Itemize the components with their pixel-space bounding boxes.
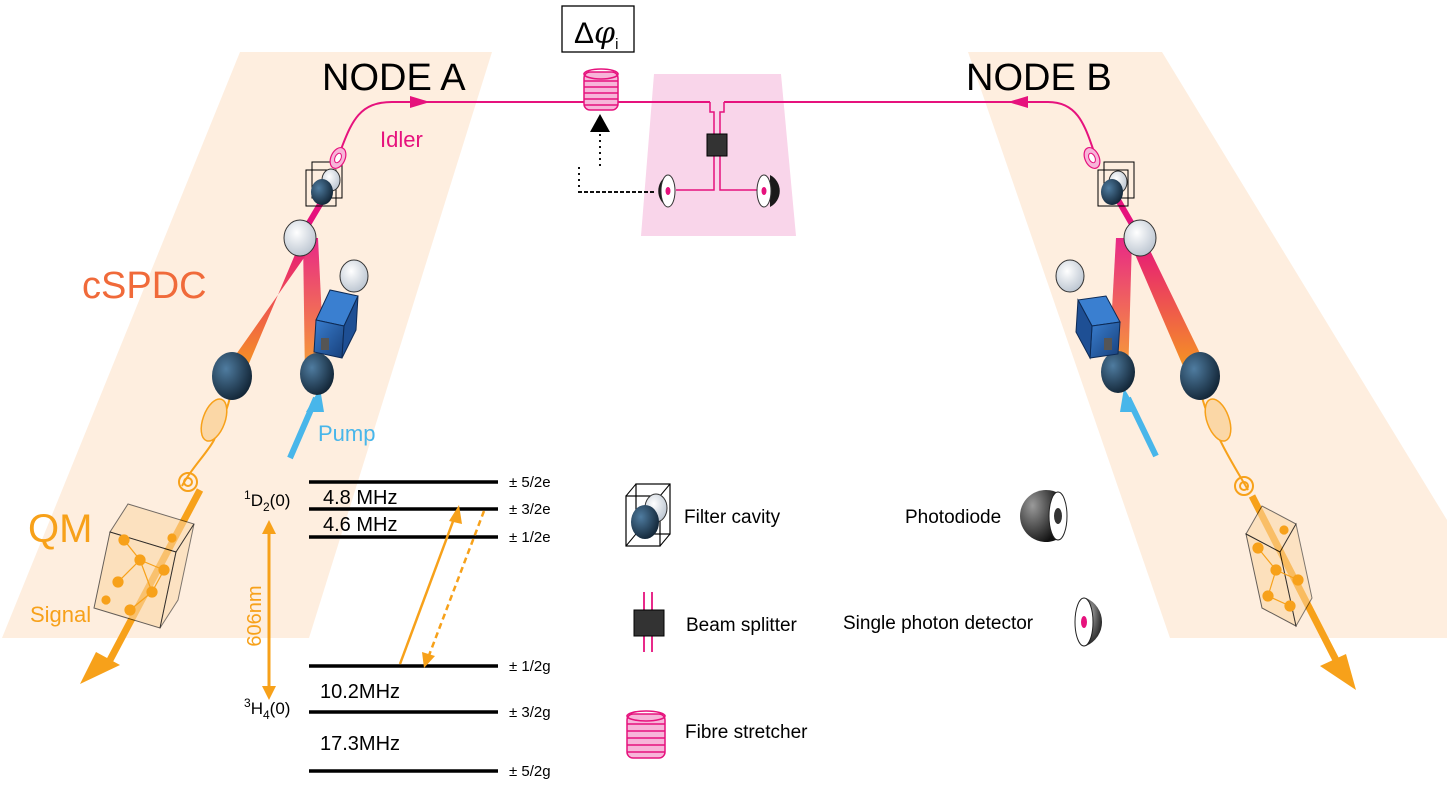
legend-beam-splitter-label: Beam splitter <box>686 615 798 636</box>
idler-label: Idler <box>380 127 423 152</box>
state-label-3: ± 1/2e <box>509 529 551 546</box>
state-label-2: ± 3/2e <box>509 501 551 518</box>
state-label-6: ± 5/2g <box>509 763 551 780</box>
state-label-1: ± 5/2e <box>509 474 551 491</box>
idler-arrow-b <box>1008 96 1028 108</box>
node-b-band <box>968 52 1447 638</box>
feedback-line <box>578 132 652 193</box>
node-a-optics <box>80 147 369 684</box>
cspdc-label: cSPDC <box>82 265 207 307</box>
legend-filter-cavity-icon <box>625 483 671 547</box>
legend-fibre-stretcher-icon <box>626 710 666 759</box>
phase-box <box>561 5 635 53</box>
splitting-label-1: 4.8 MHz <box>323 487 397 509</box>
legend-spd-icon <box>1074 597 1103 647</box>
legend-spd-label: Single photon detector <box>843 613 1034 634</box>
interferometer <box>676 102 758 191</box>
idler-fibre-a <box>339 101 710 153</box>
energy-level-diagram <box>262 480 498 773</box>
beam-splitter-icon <box>706 133 728 157</box>
legend-photodiode-label: Photodiode <box>905 507 1001 528</box>
idler-fibre-b <box>724 101 1095 153</box>
feedback-arrow <box>590 114 610 132</box>
signal-label: Signal <box>30 602 91 627</box>
legend-photodiode-icon <box>1020 490 1068 543</box>
excited-term-label: 1D2(0) <box>244 488 290 514</box>
fibre-stretcher-icon <box>583 68 619 111</box>
single-photon-detector-icon <box>756 174 780 208</box>
wavelength-label: 606nm <box>244 585 266 646</box>
state-label-4: ± 1/2g <box>509 658 551 675</box>
photodiode-icon <box>658 174 676 208</box>
state-label-5: ± 3/2g <box>509 704 551 721</box>
splitting-label-2: 4.6 MHz <box>323 514 397 536</box>
legend: Filter cavity Beam splitter Fibre stretc… <box>625 483 1103 759</box>
legend-beam-splitter-icon <box>633 592 665 652</box>
idler-arrow-a <box>410 96 430 108</box>
pump-label: Pump <box>318 421 375 446</box>
node-b-optics <box>1055 147 1356 690</box>
ground-term-label: 3H4(0) <box>244 696 290 722</box>
qm-label: QM <box>28 507 92 551</box>
legend-fibre-stretcher-label: Fibre stretcher <box>685 722 808 743</box>
splitting-label-3: 10.2MHz <box>320 681 400 703</box>
node-b-label: NODE B <box>966 57 1112 99</box>
node-a-label: NODE A <box>322 57 466 99</box>
splitting-label-4: 17.3MHz <box>320 733 400 755</box>
legend-filter-cavity-label: Filter cavity <box>684 507 781 528</box>
phase-label: Δφi <box>574 16 618 53</box>
